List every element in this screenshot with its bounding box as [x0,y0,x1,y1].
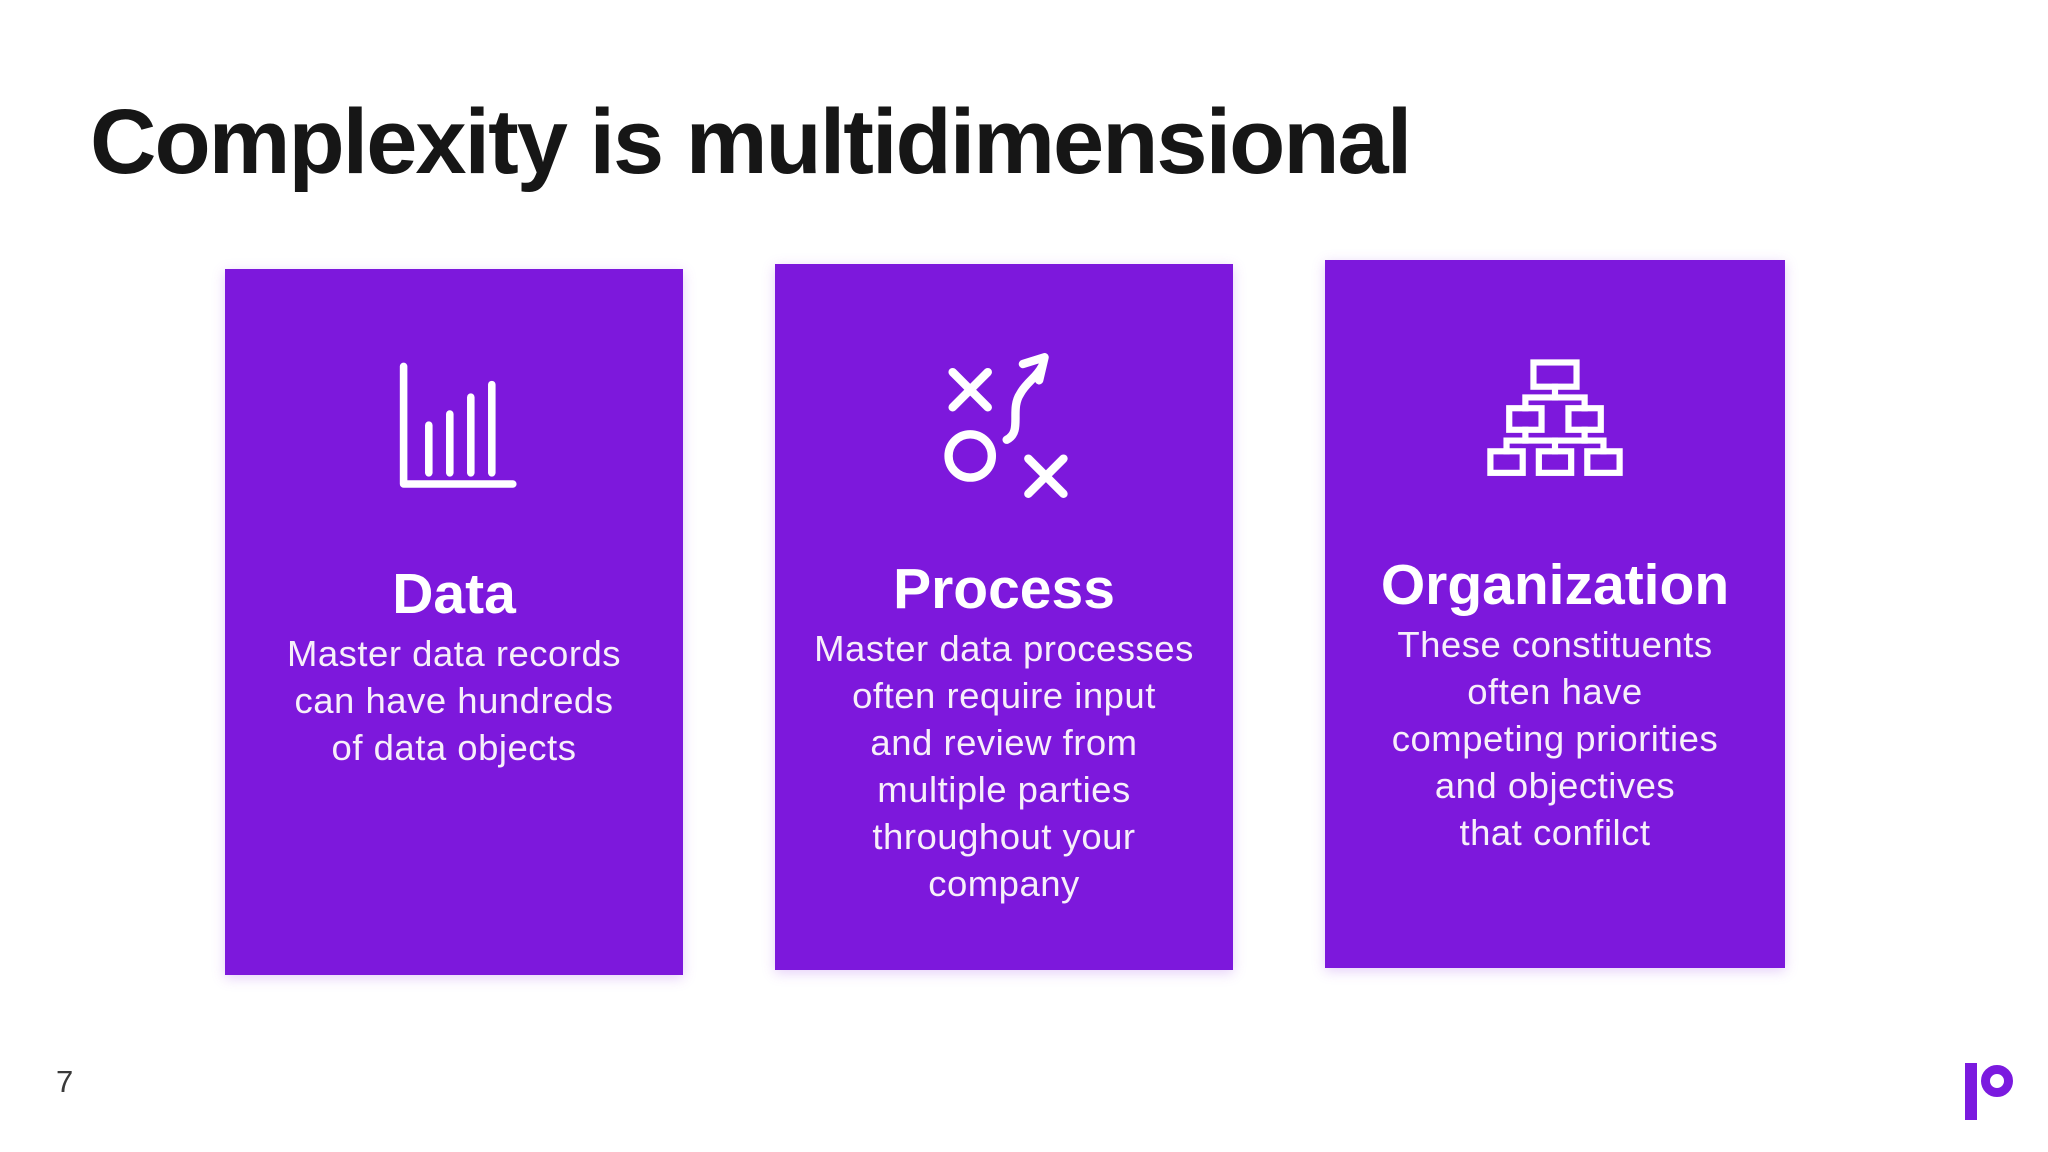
card-title: Data [392,562,516,626]
card-organization: Organization These constituents often ha… [1325,260,1785,968]
card-data: Data Master data records can have hundre… [225,269,683,975]
logo-bowl [1981,1065,2013,1097]
pigment-logo [1965,1063,2015,1121]
bar-chart-icon [384,355,524,501]
slide-title: Complexity is multidimensional [90,91,1412,193]
card-body: Master data processes often require inpu… [814,627,1194,904]
logo-stem [1965,1063,1977,1120]
card-title: Organization [1380,553,1730,617]
org-chart-icon [1485,346,1625,492]
strategy-icon [931,350,1077,498]
card-body: These constituents often have competing … [1391,623,1719,853]
page-number: 7 [56,1064,74,1099]
card-title: Process [893,557,1115,621]
card-body: Master data records can have hundreds of… [286,632,622,768]
card-process: Process Master data processes often requ… [775,264,1233,970]
